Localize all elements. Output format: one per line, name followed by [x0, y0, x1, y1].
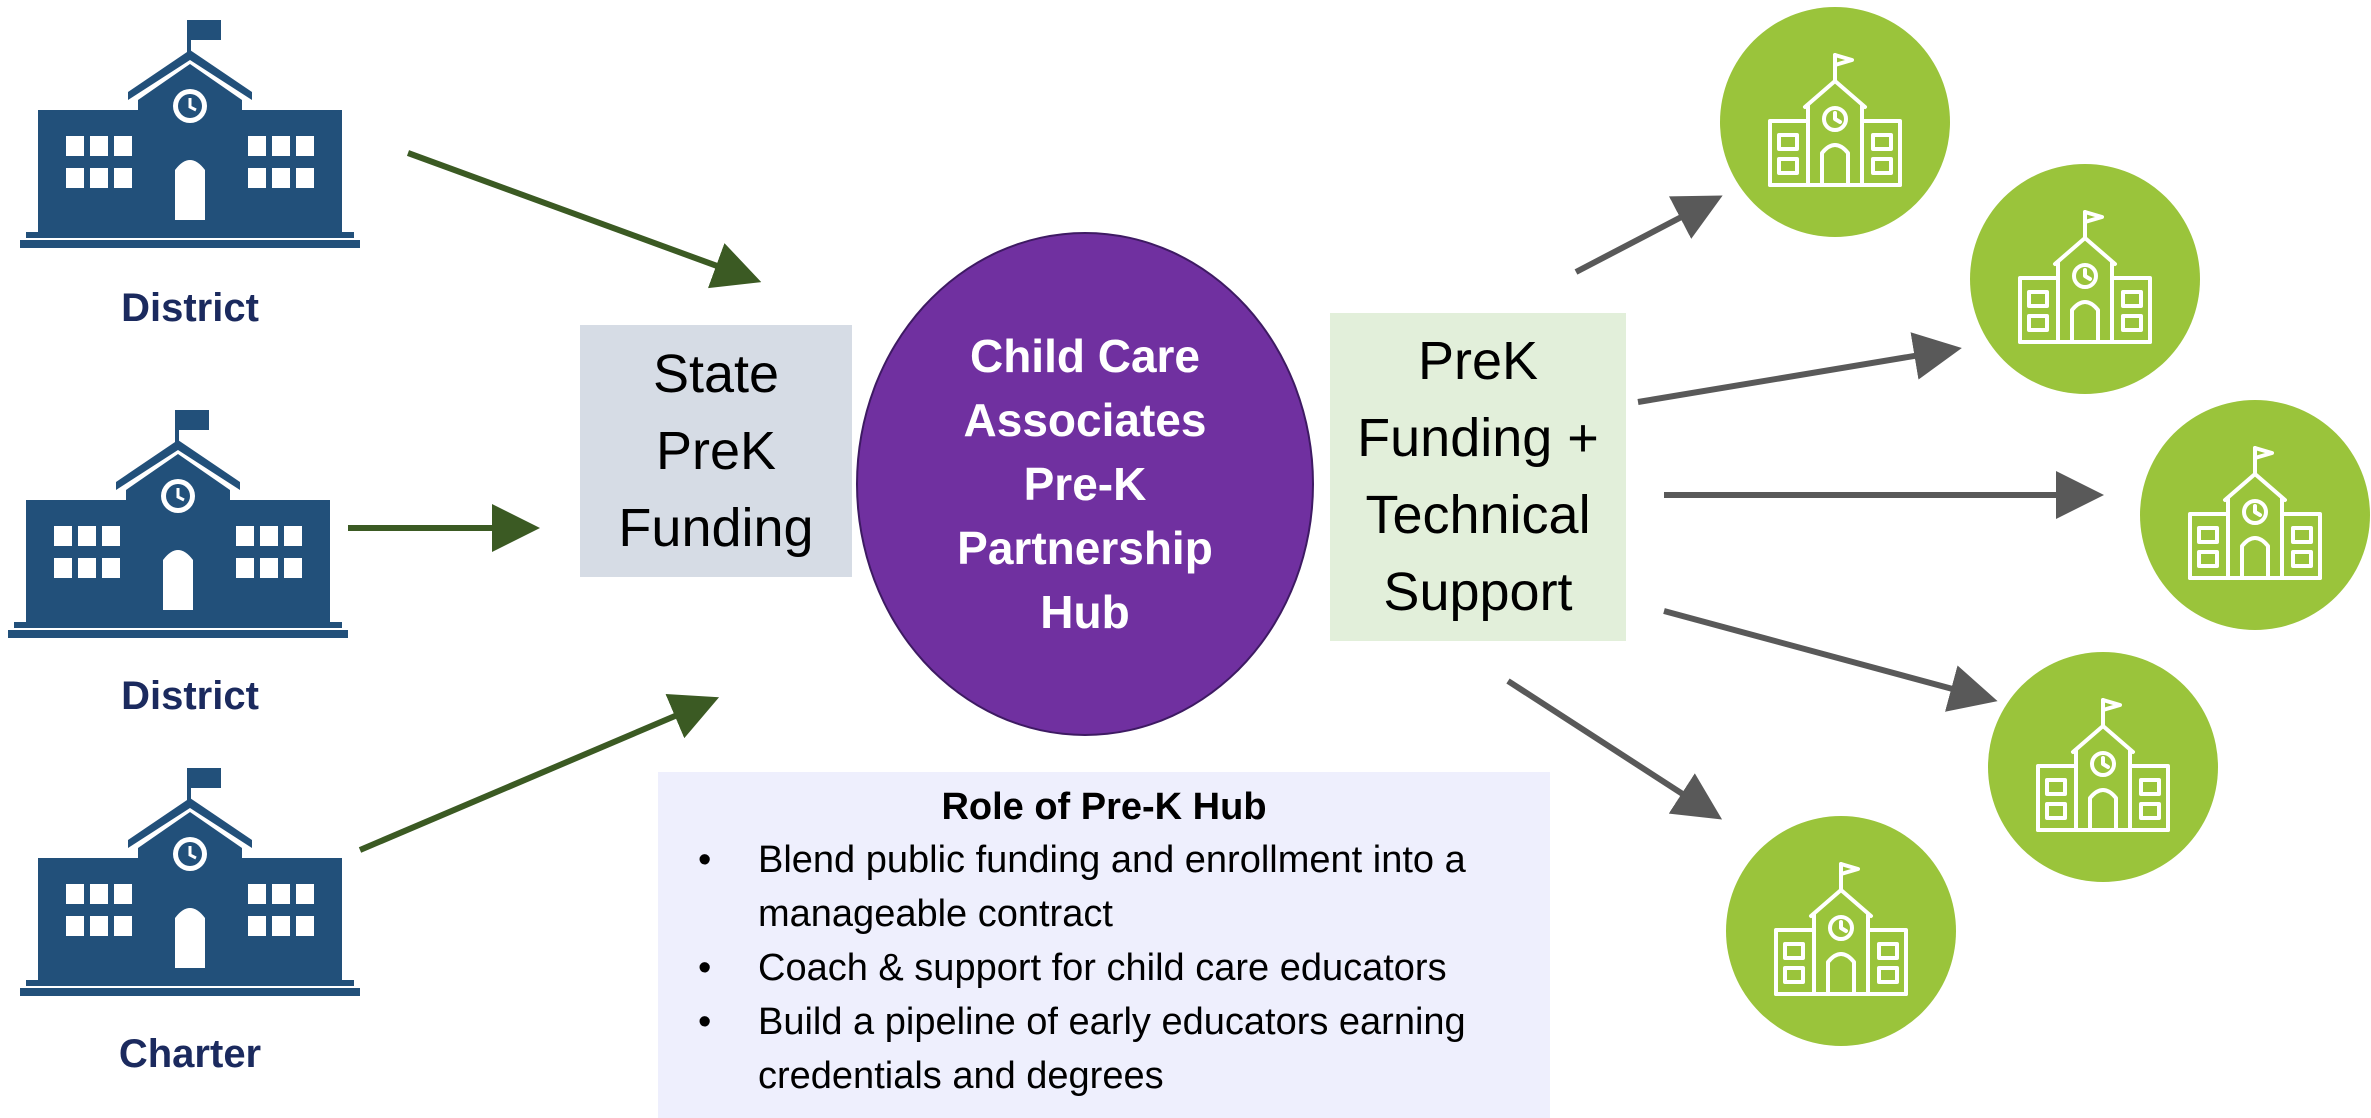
role-list: • Blend public funding and enrollment int… — [678, 833, 1530, 1103]
school-outline-icon — [1774, 862, 1908, 996]
arrow-to-school-2 — [1637, 332, 1962, 405]
source-label-district-1: District — [121, 286, 259, 330]
school-outline-icon — [1768, 53, 1902, 187]
arrow-to-school-5 — [1506, 678, 1723, 820]
arrow-to-school-4 — [1663, 608, 1998, 712]
bullet-icon: • — [698, 1001, 712, 1043]
school-building-icon — [20, 18, 360, 263]
bullet-icon: • — [698, 839, 712, 881]
school-outline-icon — [2188, 446, 2322, 580]
source-label-district-2: District — [121, 674, 259, 718]
arrow-charter-to-funding — [358, 694, 720, 853]
bullet-icon: • — [698, 947, 712, 989]
target-school-circle-2 — [1970, 164, 2200, 394]
target-school-circle-3 — [2140, 400, 2370, 630]
arrow-to-school-1 — [1574, 195, 1723, 275]
partnership-hub-text: Child Care Associates Pre-K Partnership … — [957, 330, 1213, 638]
funding-support-box: PreK Funding + Technical Support — [1330, 313, 1626, 641]
target-school-circle-1 — [1720, 7, 1950, 237]
role-item-text: Blend public funding and enrollment into… — [758, 839, 1466, 935]
role-title: Role of Pre-K Hub — [941, 786, 1267, 828]
role-item-pipeline: • Build a pipeline of early educators ear… — [678, 995, 1530, 1103]
school-outline-icon — [2018, 210, 2152, 344]
school-building-icon — [20, 766, 360, 1011]
role-item-text: Build a pipeline of early educators earn… — [758, 1001, 1466, 1097]
arrow-district1-to-funding — [406, 150, 762, 289]
school-building-icon — [8, 408, 348, 653]
state-prek-funding-text: State PreK Funding — [618, 343, 814, 558]
source-label-charter: Charter — [118, 1032, 262, 1076]
target-school-circle-4 — [1988, 652, 2218, 882]
role-item-coach: • Coach & support for child care educator… — [678, 941, 1530, 995]
state-prek-funding-box: State PreK Funding — [580, 325, 852, 577]
partnership-hub-circle: Child Care Associates Pre-K Partnership … — [856, 232, 1314, 736]
school-outline-icon — [2036, 698, 2170, 832]
role-item-text: Coach & support for child care educators — [758, 947, 1447, 989]
role-item-blend: • Blend public funding and enrollment int… — [678, 833, 1530, 941]
role-of-hub-box: Role of Pre-K Hub • Blend public funding … — [658, 772, 1550, 1118]
target-school-circle-5 — [1726, 816, 1956, 1046]
funding-support-text: PreK Funding + Technical Support — [1357, 331, 1599, 622]
